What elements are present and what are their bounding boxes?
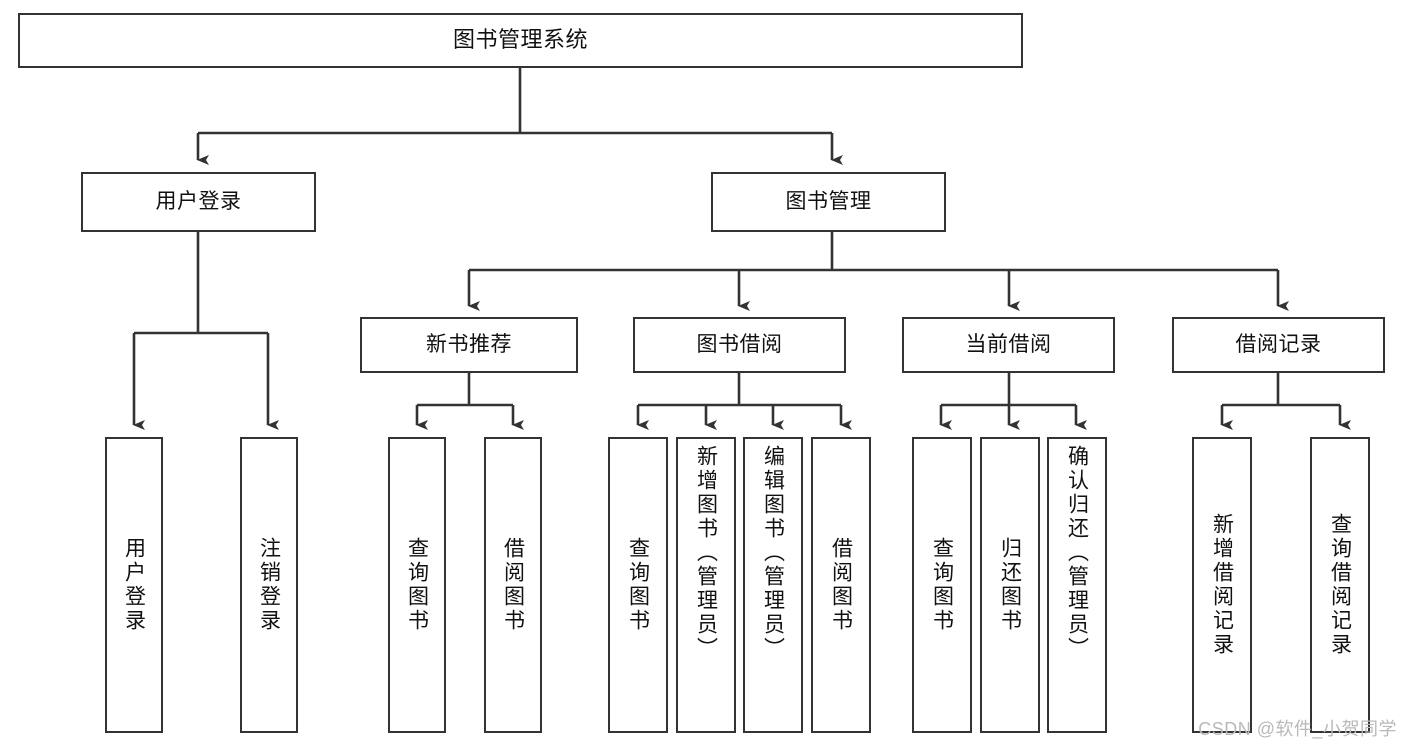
node-label: 图书管理 bbox=[785, 190, 872, 214]
leaf-borrow-borrow-book[interactable]: 借阅图书 bbox=[811, 437, 871, 733]
watermark-text: CSDN @软件_小贺同学 bbox=[1198, 719, 1397, 739]
leaf-borrow-add-book-admin[interactable]: 新增图书（管理员） bbox=[676, 437, 736, 733]
leaf-label: 查询图书 bbox=[930, 537, 954, 633]
leaf-user-login-login[interactable]: 用户登录 bbox=[105, 437, 163, 733]
node-label: 图书借阅 bbox=[696, 333, 783, 357]
leaf-record-add-record[interactable]: 新增借阅记录 bbox=[1192, 437, 1252, 733]
node-book-management[interactable]: 图书管理 bbox=[711, 172, 946, 232]
node-label: 当前借阅 bbox=[965, 333, 1052, 357]
leaf-label: 借阅图书 bbox=[501, 537, 525, 633]
leaf-label: 查询借阅记录 bbox=[1328, 513, 1352, 657]
node-label: 图书管理系统 bbox=[452, 27, 588, 53]
leaf-label: 新增图书（管理员） bbox=[694, 445, 718, 661]
leaf-label: 归还图书 bbox=[998, 537, 1022, 633]
node-borrow-record[interactable]: 借阅记录 bbox=[1172, 317, 1385, 373]
leaf-user-login-logout[interactable]: 注销登录 bbox=[240, 437, 298, 733]
leaf-recommend-query-book[interactable]: 查询图书 bbox=[388, 437, 446, 733]
leaf-label: 查询图书 bbox=[405, 537, 429, 633]
leaf-label: 注销登录 bbox=[257, 537, 281, 633]
leaf-label: 编辑图书（管理员） bbox=[761, 445, 785, 661]
node-current-borrow[interactable]: 当前借阅 bbox=[902, 317, 1115, 373]
leaf-label: 用户登录 bbox=[122, 537, 146, 633]
leaf-recommend-borrow-book[interactable]: 借阅图书 bbox=[484, 437, 542, 733]
node-user-login[interactable]: 用户登录 bbox=[81, 172, 316, 232]
leaf-borrow-query-book[interactable]: 查询图书 bbox=[608, 437, 668, 733]
leaf-label: 确认归还（管理员） bbox=[1065, 445, 1089, 661]
leaf-current-confirm-return-admin[interactable]: 确认归还（管理员） bbox=[1047, 437, 1107, 733]
node-root-system[interactable]: 图书管理系统 bbox=[18, 13, 1023, 68]
leaf-label: 新增借阅记录 bbox=[1210, 513, 1234, 657]
node-label: 新书推荐 bbox=[426, 333, 512, 357]
leaf-borrow-edit-book-admin[interactable]: 编辑图书（管理员） bbox=[743, 437, 803, 733]
leaf-current-query-book[interactable]: 查询图书 bbox=[912, 437, 972, 733]
leaf-label: 借阅图书 bbox=[829, 537, 853, 633]
node-new-book-recommend[interactable]: 新书推荐 bbox=[360, 317, 578, 373]
leaf-record-query-record[interactable]: 查询借阅记录 bbox=[1310, 437, 1370, 733]
node-book-borrow[interactable]: 图书借阅 bbox=[633, 317, 846, 373]
leaf-current-return-book[interactable]: 归还图书 bbox=[980, 437, 1040, 733]
node-label: 借阅记录 bbox=[1235, 333, 1322, 357]
node-label: 用户登录 bbox=[155, 190, 242, 214]
leaf-label: 查询图书 bbox=[626, 537, 650, 633]
